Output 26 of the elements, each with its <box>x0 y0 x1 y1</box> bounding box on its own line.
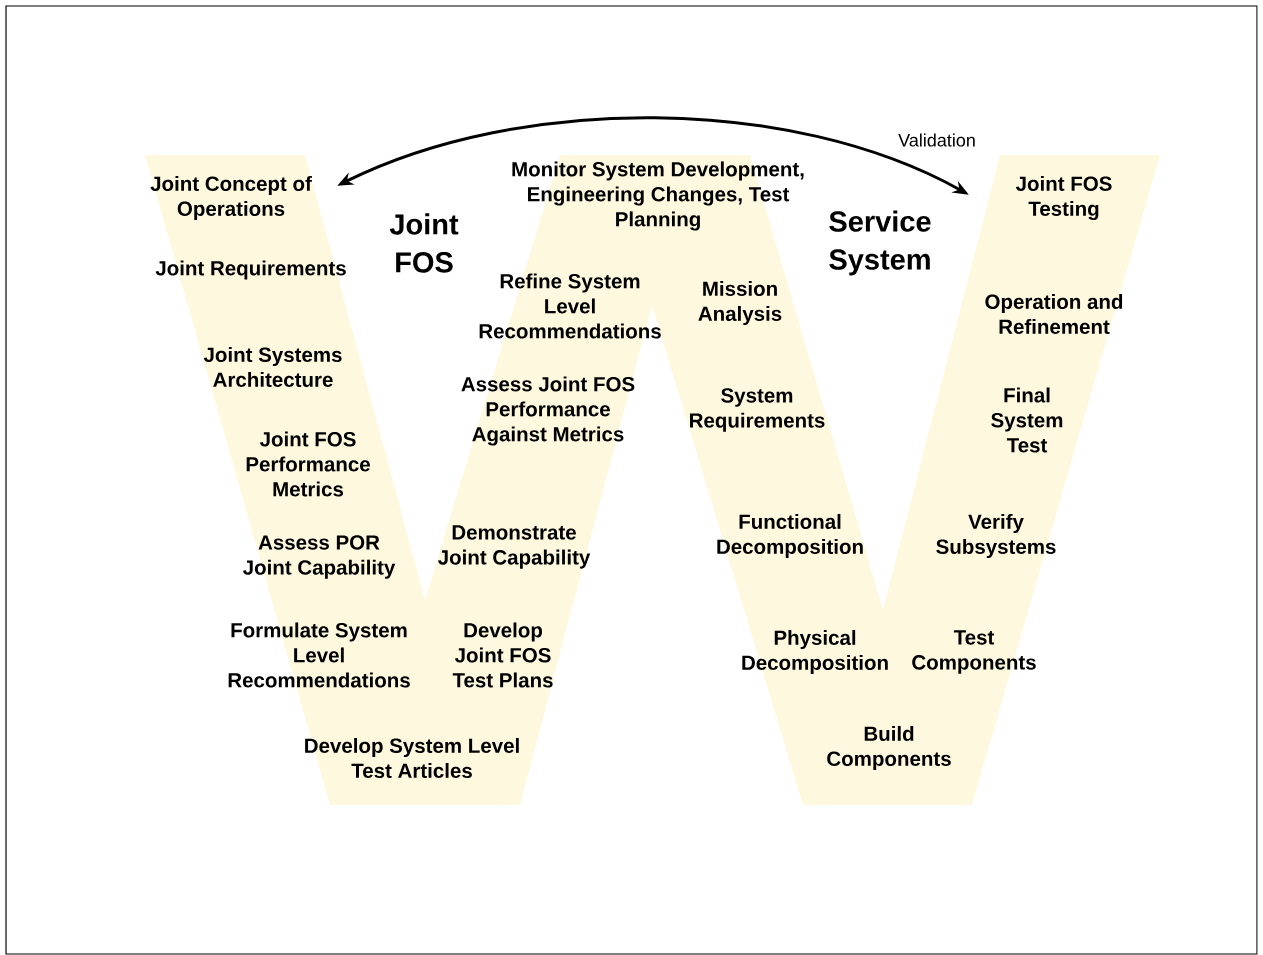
step-label: Assess Joint FOS Performance Against Metrics <box>461 376 635 446</box>
edge-label: Validation <box>897 132 977 148</box>
step-label: Joint Concept of Operations <box>150 175 312 221</box>
step-label: Develop Joint FOS Test Plans <box>452 622 553 688</box>
step-label: Demonstrate Joint Capability <box>438 525 591 569</box>
step-label: Joint FOS Performance Metrics <box>246 431 370 497</box>
step-label: Formulate System Level Recommendations <box>228 622 410 688</box>
step-label: Build Components <box>827 725 951 771</box>
step-label: Assess POR Joint Capability <box>243 535 396 579</box>
step-label: Operation and Refinement <box>985 293 1123 335</box>
heading: Joint FOS <box>389 213 459 273</box>
step-label: Refine System Level Recommendations <box>479 273 661 339</box>
step-label: Joint Requirements <box>155 260 346 280</box>
step-label: Functional Decomposition <box>717 513 863 559</box>
step-label: Joint Systems Architecture <box>203 346 342 388</box>
step-label: System Requirements <box>690 388 825 432</box>
step-label: Monitor System Development, Engineering Changes, Test Planning <box>512 161 804 231</box>
step-label: Verify Subsystems <box>936 513 1056 559</box>
step-label: Test Components <box>912 630 1036 674</box>
step-label: Physical Decomposition <box>742 629 888 675</box>
step-label: Final System Test <box>991 387 1063 453</box>
step-label: Mission Analysis <box>698 280 782 326</box>
step-label: Develop System Level Test Articles <box>305 737 519 779</box>
w-band <box>145 155 1160 805</box>
heading: Service System <box>829 210 931 276</box>
step-label: Joint FOS Testing <box>1015 175 1112 221</box>
